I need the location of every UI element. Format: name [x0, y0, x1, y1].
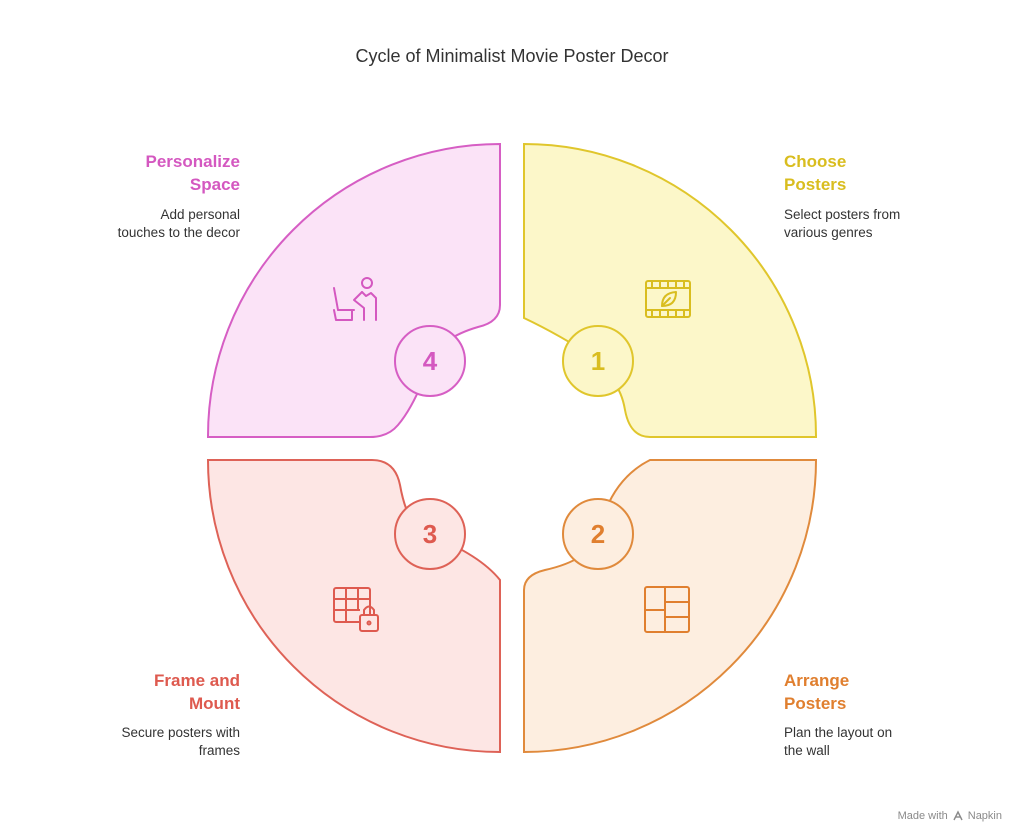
stage-4-title-line2: Space [189, 175, 240, 194]
stage-2-number: 2 [591, 519, 605, 549]
stage-3-title-line1: Frame and [154, 671, 240, 690]
stage-4-title-line1: Personalize [145, 152, 241, 171]
stage-1-desc-line2: various genres [784, 225, 873, 240]
stage-3-number-circle: 3 [394, 498, 466, 570]
stage-1-title-line2: Posters [784, 175, 847, 194]
stage-1-title: Choose Posters [784, 150, 846, 196]
person-chair-icon [333, 277, 377, 321]
stage-4-desc-line2: touches to the decor [117, 225, 240, 240]
stage-1-number-circle: 1 [562, 325, 634, 397]
stage-3-desc-line2: frames [198, 743, 240, 758]
quadrant-arrange-posters [523, 459, 818, 754]
quadrant-personalize-space [206, 142, 501, 438]
stage-4-number: 4 [423, 346, 438, 376]
stage-3-number: 3 [423, 519, 437, 549]
stage-2-description: Plan the layout on the wall [784, 724, 892, 760]
stage-2-title-line1: Arrange [784, 671, 850, 690]
stage-4-desc-line1: Add personal [160, 207, 240, 222]
watermark-prefix: Made with [897, 810, 948, 822]
stage-3-title-line2: Mount [189, 694, 240, 713]
stage-1-title-line1: Choose [784, 152, 847, 171]
stage-3-description: Secure posters with frames [40, 724, 240, 760]
napkin-watermark[interactable]: Made with Napkin [898, 810, 1002, 822]
stage-3-title: Frame and Mount [40, 669, 240, 715]
stage-2-desc-line1: Plan the layout on [784, 725, 893, 740]
stage-2-number-circle: 2 [562, 498, 634, 570]
watermark-brand: Napkin [967, 810, 1002, 822]
stage-4-description: Add personal touches to the decor [40, 206, 240, 242]
layout-grid-icon [644, 586, 690, 633]
stage-2-desc-line2: the wall [784, 743, 830, 758]
stage-3-desc-line1: Secure posters with [121, 725, 240, 740]
stage-1-number: 1 [591, 346, 605, 376]
grid-lock-icon [333, 587, 379, 632]
stage-2-title: Arrange Posters [784, 669, 849, 715]
stage-4-title: Personalize Space [40, 150, 241, 196]
film-leaf-icon [645, 280, 691, 318]
quadrant-choose-posters [523, 142, 818, 438]
stage-1-desc-line1: Select posters from [784, 207, 901, 222]
stage-1-description: Select posters from various genres [784, 206, 900, 242]
stage-4-number-circle: 4 [394, 325, 466, 397]
quadrant-frame-and-mount [206, 459, 501, 754]
napkin-logo-icon [953, 810, 963, 821]
diagram-title: Cycle of Minimalist Movie Poster Decor [355, 46, 669, 66]
stage-2-title-line2: Posters [784, 694, 847, 713]
